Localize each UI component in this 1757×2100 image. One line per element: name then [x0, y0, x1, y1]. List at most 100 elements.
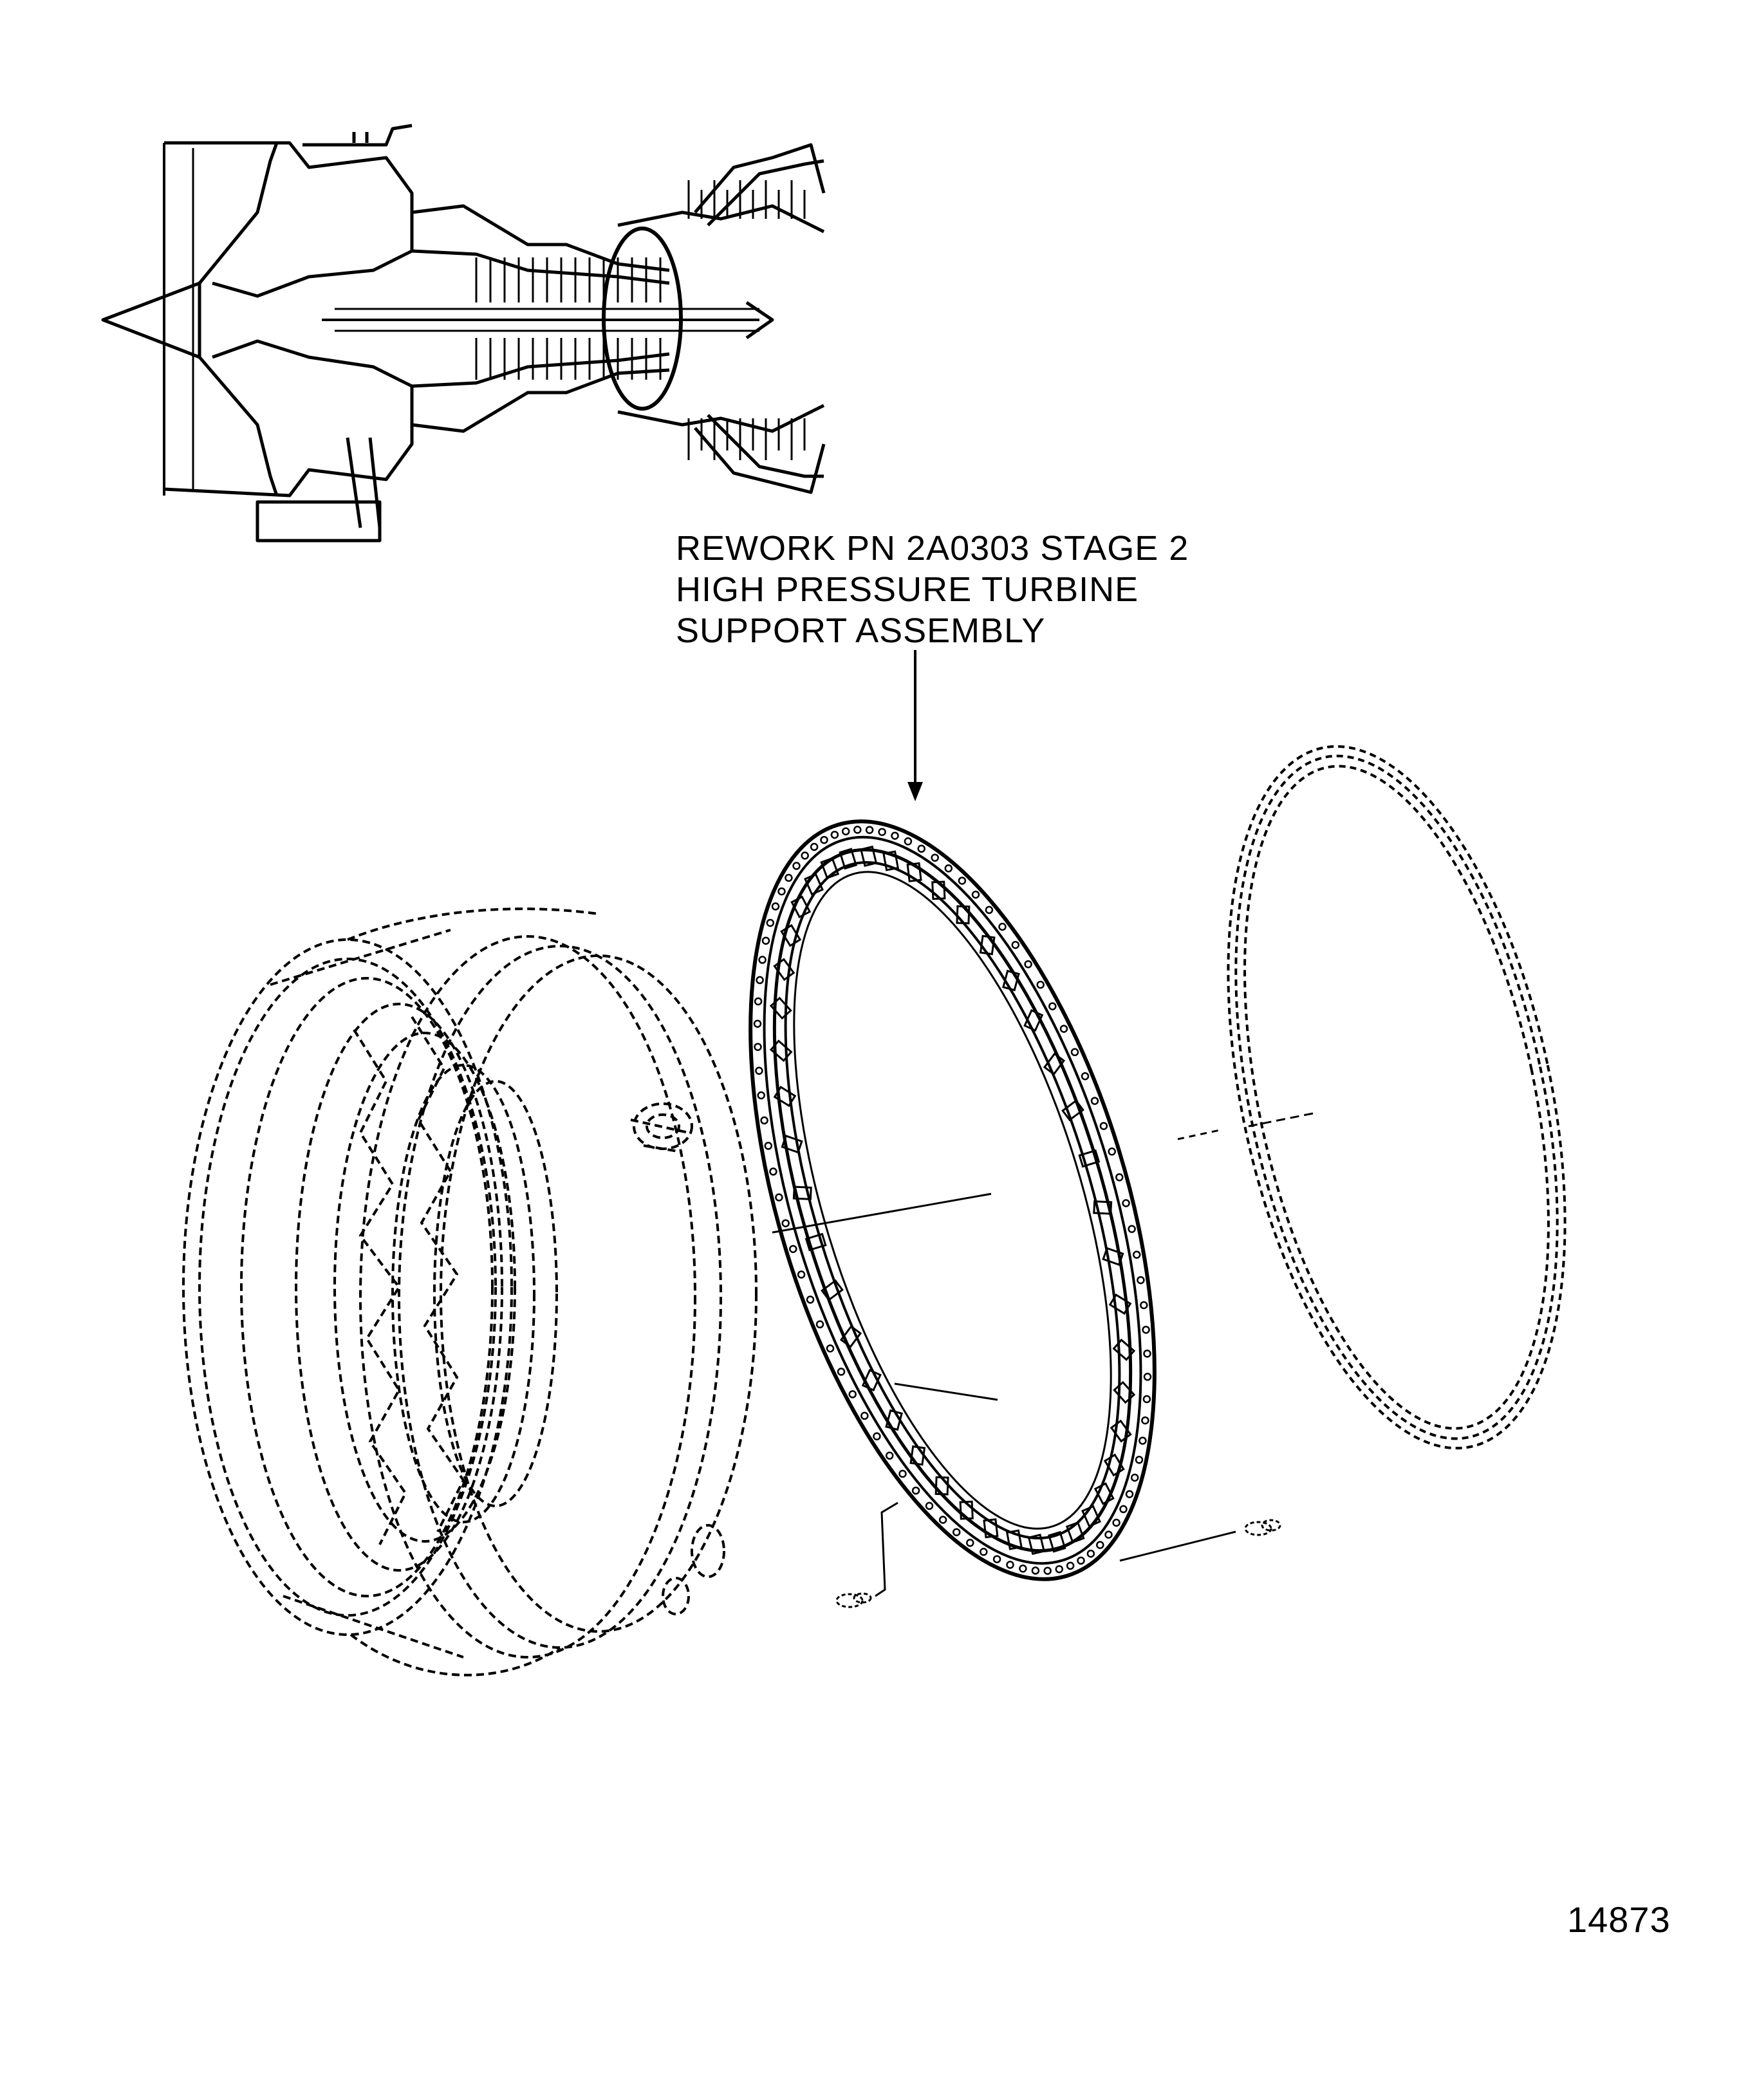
bolt-hole [1090, 1097, 1099, 1105]
segment-lug [979, 934, 996, 956]
bolt-hole [1104, 1530, 1113, 1539]
segment-lug [1043, 1052, 1066, 1076]
bolt-hole [826, 1344, 835, 1353]
segment-lug [773, 958, 795, 981]
segment-lug [804, 1232, 827, 1252]
engine-cross-section-locator [101, 124, 826, 543]
bolt-hole [754, 997, 763, 1006]
segment-lug [1078, 1149, 1101, 1168]
compressor-blade-hatching [475, 180, 806, 460]
bolt-hole [1096, 1541, 1104, 1549]
bolt-hole [797, 1270, 806, 1279]
bolt-hole [1112, 1518, 1120, 1527]
bolt-hole [904, 837, 913, 846]
bolt-hole [1143, 1373, 1152, 1381]
bolt-hole [760, 1116, 768, 1125]
segment-lug [790, 895, 812, 918]
callout-leader-arrow [907, 650, 923, 801]
turbine-case-phantom [182, 907, 758, 1677]
segment-lug [1102, 1247, 1124, 1267]
bolt-holes [753, 826, 1152, 1575]
segment-lug [1005, 1529, 1023, 1550]
segment-lug [820, 857, 840, 880]
segment-lug [792, 1185, 812, 1200]
segment-lug [1081, 1505, 1101, 1528]
segment-lug [861, 1368, 882, 1392]
bolt-hole [1024, 960, 1032, 969]
bolt-hole [1066, 1561, 1075, 1570]
callout-line-1: REWORK PN 2A0303 STAGE 2 [676, 529, 1189, 568]
bolt-hole [885, 1451, 894, 1460]
segment-lug [781, 1134, 803, 1154]
bolt-hole [931, 853, 939, 862]
segment-lug [1065, 1521, 1085, 1544]
bolt-hole [966, 1539, 974, 1547]
bolt-hole [1059, 1025, 1068, 1033]
segment-lug [1093, 1482, 1115, 1505]
bolt-hole [848, 1390, 857, 1398]
bolt-hole [873, 1432, 881, 1441]
segment-lug [931, 880, 946, 900]
segment-lug [909, 1445, 926, 1466]
bolt-hole [775, 1193, 783, 1202]
bolt-hole [1077, 1556, 1085, 1565]
segment-lug [1103, 1453, 1125, 1477]
bolt-hole [1143, 1350, 1151, 1358]
bolt-hole [1137, 1276, 1145, 1285]
bolt-hole [1141, 1416, 1149, 1425]
bolt-hole [771, 902, 780, 911]
bolt-hole [1108, 1148, 1116, 1156]
segment-lug [769, 1039, 793, 1063]
bolt-hole [801, 851, 809, 860]
bolt-hole [952, 1528, 961, 1536]
bolt-hole [792, 862, 801, 870]
bolt-hole [971, 890, 980, 899]
bolt-hole [853, 826, 862, 834]
bolt-hole [756, 976, 764, 985]
segment-lug [1113, 1380, 1136, 1404]
bolt-hole [944, 864, 953, 873]
segment-lug [885, 1409, 903, 1431]
bolt-hole [891, 832, 899, 840]
bolt-hole [925, 1501, 934, 1510]
bolt-hole [1070, 1048, 1079, 1057]
segment-lug [956, 905, 971, 925]
segment-lug [1112, 1338, 1136, 1361]
figure-number: 14873 [1567, 1899, 1671, 1940]
segment-lug [1110, 1419, 1132, 1443]
segment-lug [821, 1279, 844, 1301]
bolt-hole [753, 1019, 762, 1028]
bolt-hole [1011, 940, 1020, 949]
bolt-hole [806, 1296, 815, 1304]
segment-lug [804, 873, 824, 896]
bolt-hole [785, 873, 793, 882]
segment-lug [773, 1086, 797, 1108]
bolt-hole [830, 830, 839, 839]
bolt-hole [917, 844, 925, 853]
bolt-hole [1048, 1002, 1057, 1010]
bolt-hole [810, 842, 819, 851]
segment-lug [1093, 1200, 1113, 1215]
segment-lug [769, 996, 792, 1020]
bolt-hole [1043, 1566, 1052, 1575]
segment-lug [1023, 1008, 1044, 1032]
bolt-hole [1081, 1072, 1090, 1081]
segment-lug [906, 862, 922, 882]
bolt-hole [781, 1219, 790, 1227]
bolt-hole [755, 1066, 763, 1075]
segment-lug [839, 848, 857, 870]
bolt-hole [938, 1516, 947, 1524]
bolt-hole [1135, 1456, 1144, 1464]
seal-ring-phantom [1227, 745, 1566, 1450]
bolt-hole [1125, 1490, 1134, 1498]
bolt-hole [757, 1091, 765, 1100]
support-assembly-ring [748, 819, 1157, 1581]
bolt-hole [1130, 1473, 1139, 1482]
bolt-hole [1006, 1561, 1014, 1569]
bolt-hole [1142, 1395, 1151, 1404]
bolt-hole [769, 1167, 777, 1176]
bolt-hole [754, 1043, 762, 1051]
segment-lug [1027, 1534, 1046, 1556]
